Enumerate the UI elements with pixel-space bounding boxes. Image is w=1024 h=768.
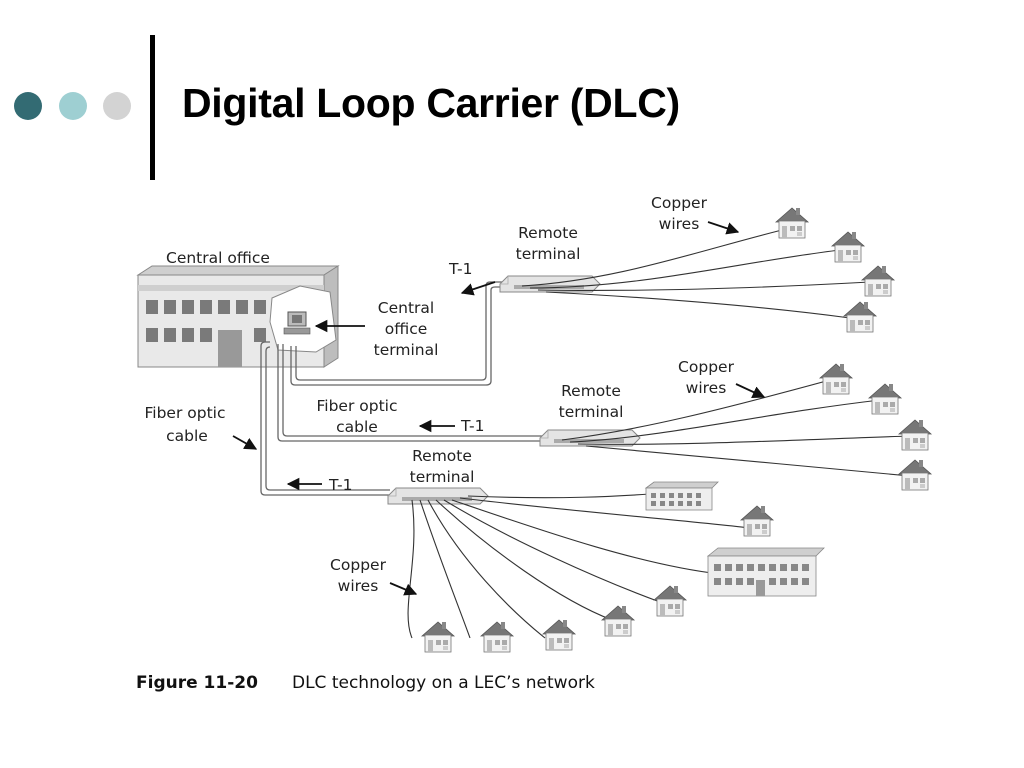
- svg-text:Copper: Copper: [651, 194, 708, 212]
- label-central-office: Central office: [166, 249, 270, 267]
- svg-text:Copper: Copper: [330, 556, 387, 574]
- svg-text:Fiber optic: Fiber optic: [317, 397, 398, 415]
- label-central-office-terminal: Central office terminal: [374, 299, 439, 359]
- svg-text:wires: wires: [338, 577, 379, 595]
- svg-text:terminal: terminal: [516, 245, 581, 263]
- svg-text:terminal: terminal: [410, 468, 475, 486]
- figure-number: Figure 11-20: [136, 673, 258, 693]
- label-remote-terminal-top: Remote terminal: [516, 224, 581, 263]
- svg-text:wires: wires: [659, 215, 700, 233]
- svg-text:terminal: terminal: [374, 341, 439, 359]
- title-dots: [14, 92, 134, 124]
- label-remote-terminal-bottom: Remote terminal: [410, 447, 475, 486]
- label-fiber-optic-cable-left: Fiber optic cable: [145, 404, 226, 445]
- dot-light: [59, 92, 87, 120]
- svg-text:Remote: Remote: [561, 382, 621, 400]
- svg-text:Remote: Remote: [518, 224, 578, 242]
- svg-text:Fiber optic: Fiber optic: [145, 404, 226, 422]
- svg-text:office: office: [385, 320, 428, 338]
- svg-text:Copper: Copper: [678, 358, 735, 376]
- label-copper-wires-mid: Copper wires: [678, 358, 735, 397]
- slide-title: Digital Loop Carrier (DLC): [182, 80, 680, 126]
- label-copper-wires-bottom: Copper wires: [330, 556, 387, 595]
- svg-text:Central: Central: [378, 299, 434, 317]
- label-t1-bottom: T-1: [328, 476, 353, 494]
- svg-text:terminal: terminal: [559, 403, 624, 421]
- callout-arrows: [232, 221, 766, 596]
- copper-wires-lines: [407, 227, 911, 639]
- apartment-building-small: [644, 481, 719, 511]
- label-copper-wires-top: Copper wires: [651, 194, 708, 233]
- label-t1-top: T-1: [448, 260, 473, 278]
- dot-gray: [103, 92, 131, 120]
- svg-text:wires: wires: [686, 379, 727, 397]
- svg-text:cable: cable: [336, 418, 378, 436]
- title-divider: [150, 35, 155, 180]
- central-office-building: [136, 265, 340, 368]
- apartment-building-large: [706, 547, 825, 597]
- svg-text:Remote: Remote: [412, 447, 472, 465]
- label-remote-terminal-mid: Remote terminal: [559, 382, 624, 421]
- dot-dark: [14, 92, 42, 120]
- fiber-optic-cables: [260, 281, 545, 496]
- figure-caption: DLC technology on a LEC’s network: [292, 673, 595, 693]
- label-fiber-optic-cable-mid: Fiber optic cable: [317, 397, 398, 436]
- label-t1-mid: T-1: [460, 417, 485, 435]
- svg-text:cable: cable: [166, 427, 208, 445]
